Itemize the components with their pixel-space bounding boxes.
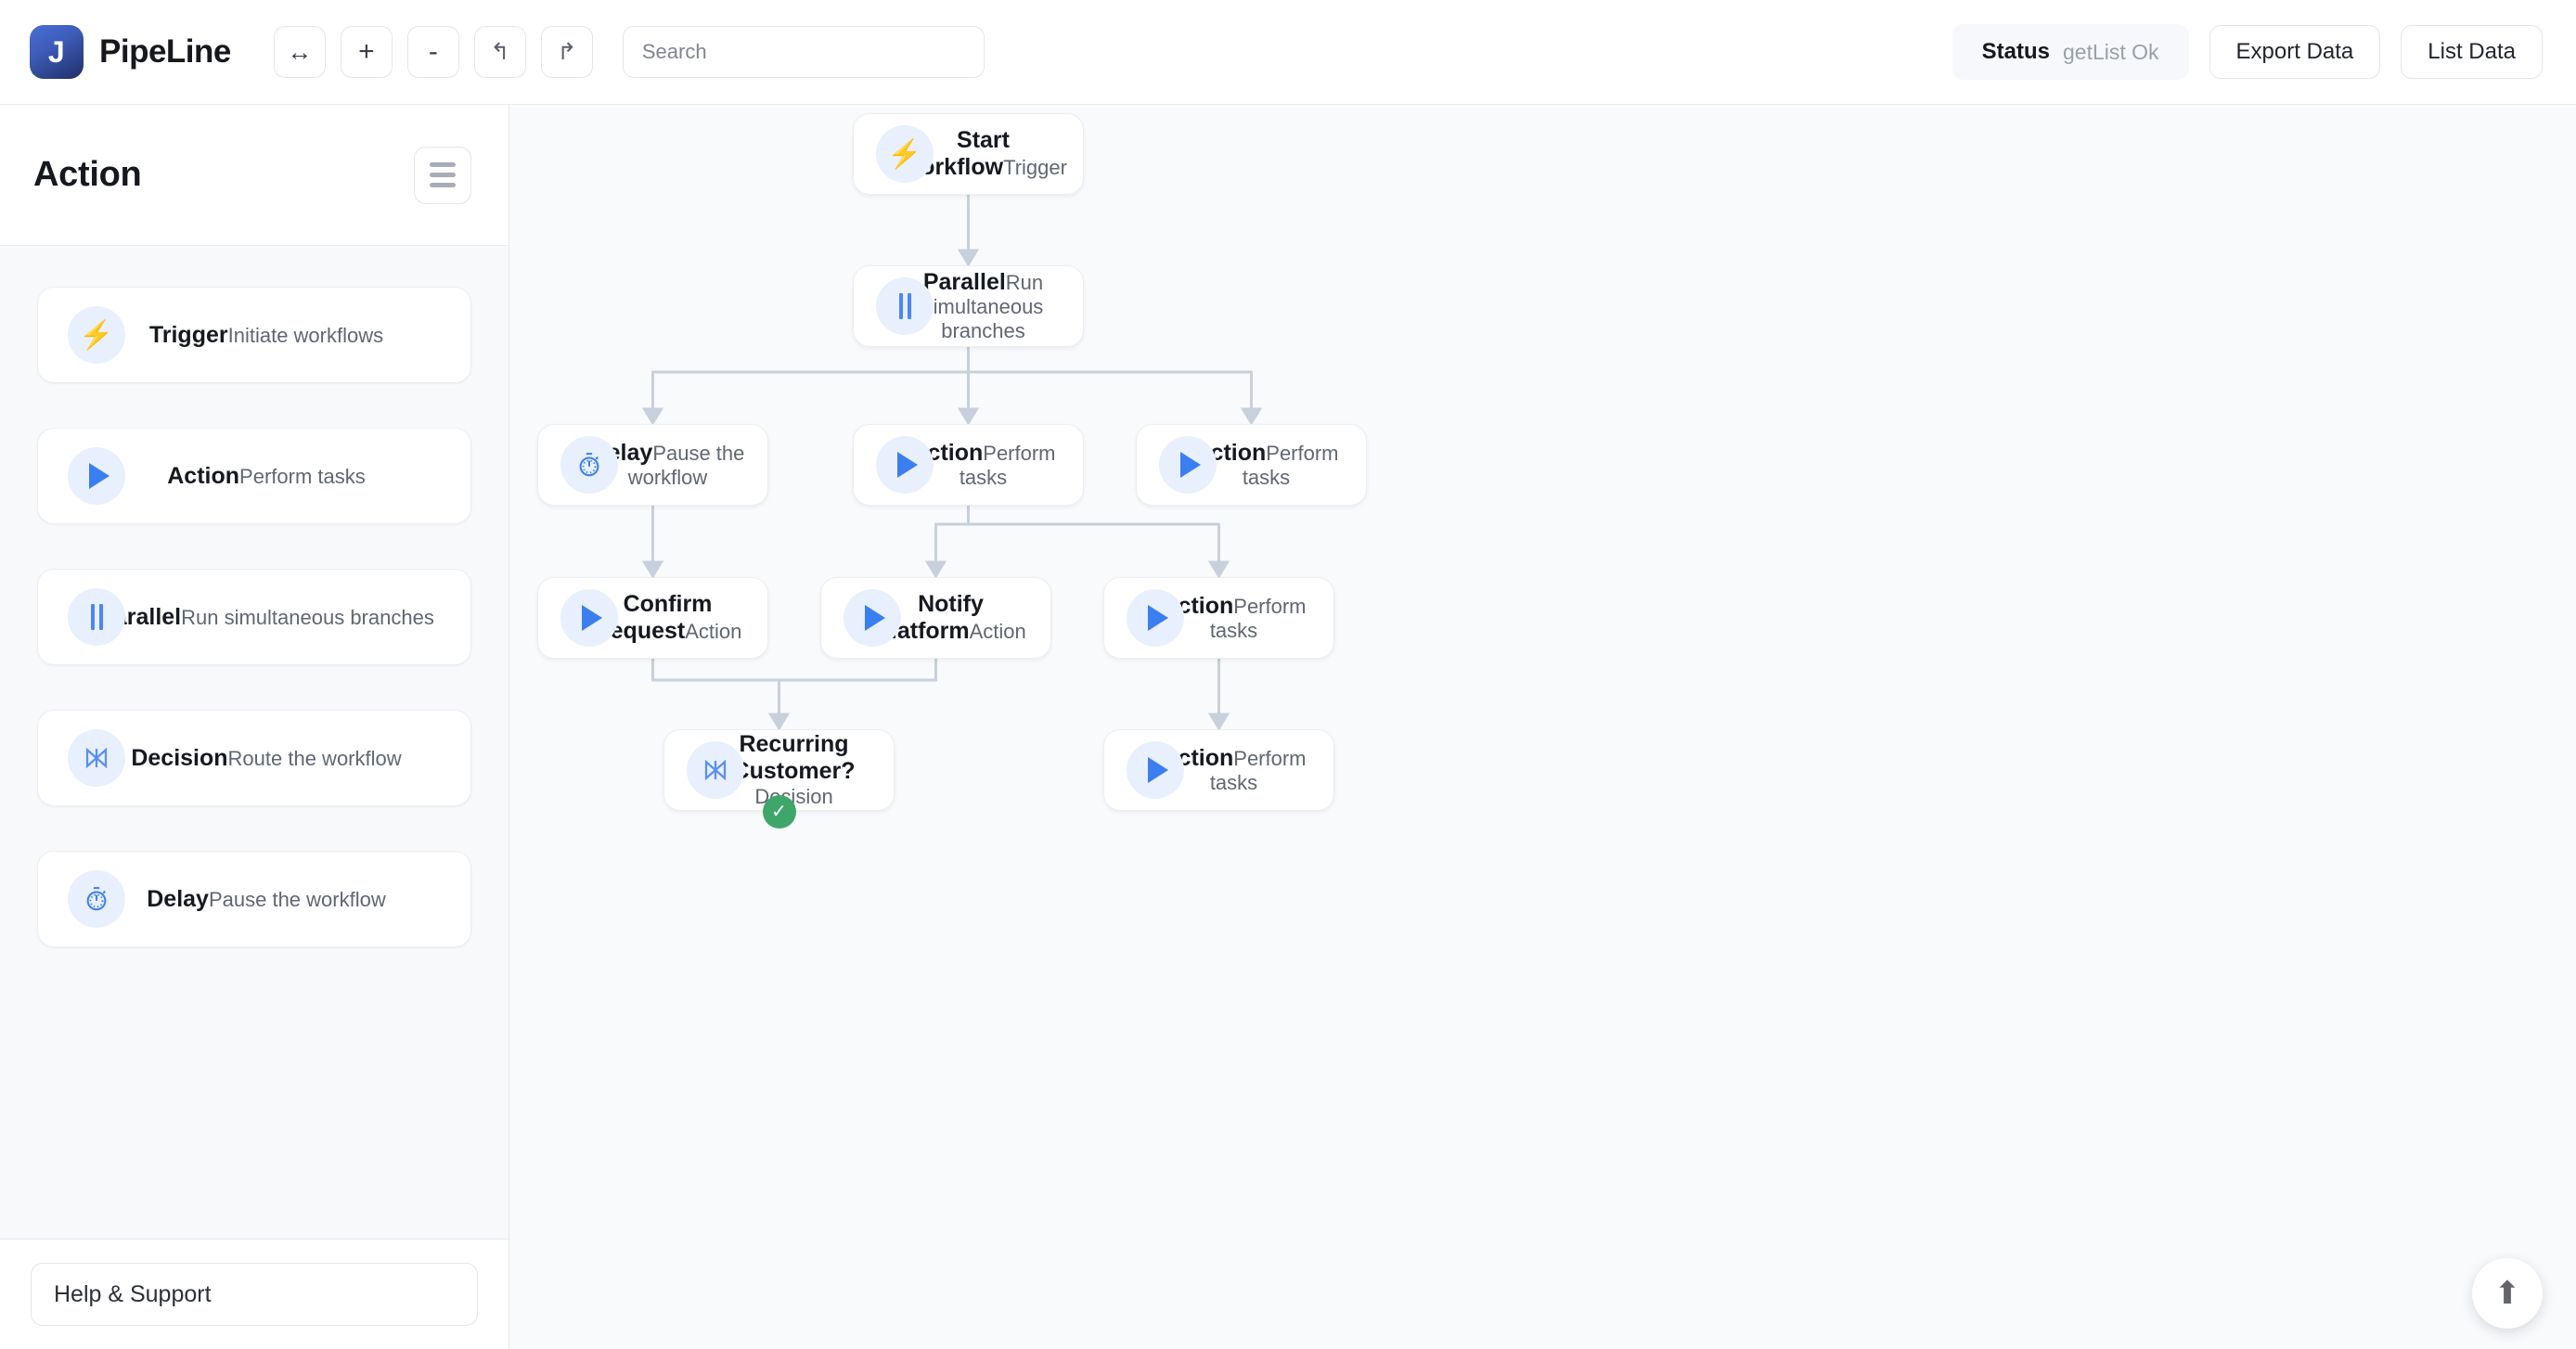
hamburger-icon[interactable]	[414, 146, 471, 204]
workflow-node-start[interactable]: ⚡Start WorkflowTrigger	[853, 113, 1084, 195]
parallel-icon	[90, 604, 103, 630]
palette-item-description: Pause the workflow	[208, 887, 386, 911]
node-icon	[560, 436, 618, 494]
list-data-button[interactable]: List Data	[2401, 25, 2543, 79]
decision-icon	[83, 744, 110, 772]
status-value: getList Ok	[2063, 39, 2159, 64]
palette-item-label: Decision	[131, 744, 228, 771]
palette-item-delay[interactable]: DelayPause the workflow	[37, 851, 471, 947]
node-icon	[1159, 436, 1217, 494]
node-icon	[1127, 589, 1184, 647]
sidebar-footer: Help & Support	[0, 1239, 509, 1349]
node-subtitle: Pause the workflow	[627, 441, 745, 490]
brand-name: PipeLine	[99, 33, 231, 70]
workflow-node-act3[interactable]: ActionPerform tasks	[1103, 577, 1334, 659]
node-subtitle: Perform tasks	[1242, 441, 1339, 490]
decision-icon	[702, 756, 729, 784]
bolt-icon: ⚡	[887, 138, 922, 170]
node-icon	[844, 589, 901, 647]
workflow-node-act4[interactable]: ActionPerform tasks	[1103, 729, 1334, 811]
zoom-in-button[interactable]: +	[340, 26, 393, 78]
play-icon	[1148, 757, 1168, 783]
play-icon	[897, 452, 918, 478]
sidebar-header: Action	[0, 105, 509, 246]
palette-item-action[interactable]: ActionPerform tasks	[37, 428, 471, 524]
node-icon	[876, 436, 934, 494]
workflow-node-notify[interactable]: Notify PlatformAction	[820, 577, 1051, 659]
fit-to-screen-button[interactable]: ↔	[273, 26, 326, 78]
workflow-node-recur[interactable]: Recurring Customer?Decision✓	[663, 729, 895, 829]
app-header: J PipeLine ↔ + - ↰ ↱ Status getList Ok E…	[0, 0, 2576, 105]
palette-item-description: Run simultaneous branches	[181, 605, 434, 629]
edge-layer	[641, 193, 1263, 731]
node-subtitle: Perform tasks	[959, 441, 1056, 490]
node-subtitle: Perform tasks	[1209, 746, 1307, 795]
scroll-to-top-button[interactable]: ⬆	[2472, 1258, 2543, 1329]
node-icon	[560, 589, 618, 647]
canvas-toolbar: ↔ + - ↰ ↱	[273, 26, 593, 78]
node-subtitle: Run simultaneous branches	[922, 270, 1044, 343]
workflow-node-delay1[interactable]: DelayPause the workflow	[537, 424, 768, 506]
palette-item-icon: ⚡	[68, 306, 125, 364]
header-actions: Status getList Ok Export Data List Data	[1951, 24, 2543, 80]
palette-item-decision[interactable]: DecisionRoute the workflow	[37, 710, 471, 806]
palette-item-icon	[68, 729, 125, 787]
node-title: Recurring Customer?	[732, 731, 856, 784]
node-subtitle: Trigger	[1003, 156, 1067, 179]
workflow-node-act2[interactable]: ActionPerform tasks	[1136, 424, 1367, 506]
node-icon: ⚡	[876, 125, 934, 183]
help-and-support-button[interactable]: Help & Support	[31, 1263, 478, 1326]
play-icon	[865, 605, 885, 631]
bolt-icon: ⚡	[79, 319, 114, 351]
brand-logo-icon: J	[30, 25, 84, 79]
search-container	[622, 26, 985, 78]
palette-item-icon	[68, 588, 125, 646]
play-icon	[89, 463, 109, 489]
workflow-node-confirm[interactable]: Confirm RequestAction	[537, 577, 768, 659]
palette-item-icon	[68, 447, 125, 505]
search-input[interactable]	[622, 26, 985, 78]
sidebar-title: Action	[33, 155, 142, 194]
palette-item-label: Trigger	[148, 321, 228, 348]
stopwatch-icon	[83, 885, 110, 913]
node-icon	[687, 741, 744, 799]
parallel-icon	[898, 293, 911, 319]
redo-button[interactable]: ↱	[540, 26, 593, 78]
status-label: Status	[1981, 39, 2050, 64]
node-icon	[876, 277, 934, 335]
palette-item-description: Perform tasks	[239, 464, 366, 488]
palette-item-trigger[interactable]: ⚡ TriggerInitiate workflows	[37, 287, 471, 383]
node-subtitle: Action	[685, 620, 742, 643]
undo-button[interactable]: ↰	[473, 26, 526, 78]
node-subtitle: Perform tasks	[1209, 594, 1307, 643]
palette-item-description: Initiate workflows	[227, 323, 384, 347]
node-icon	[1127, 741, 1184, 799]
palette-item-parallel[interactable]: ParallelRun simultaneous branches	[37, 569, 471, 665]
play-icon	[1148, 605, 1168, 631]
play-icon	[1180, 452, 1201, 478]
brand: J PipeLine	[30, 25, 231, 79]
palette-item-label: Delay	[147, 885, 209, 912]
export-data-button[interactable]: Export Data	[2209, 25, 2381, 79]
palette-item-label: Action	[167, 462, 240, 489]
node-subtitle: Action	[969, 620, 1026, 643]
palette-item-description: Route the workflow	[227, 746, 402, 770]
zoom-out-button[interactable]: -	[406, 26, 459, 78]
workflow-node-parallel[interactable]: ParallelRun simultaneous branches	[853, 265, 1084, 347]
status-badge: Status getList Ok	[1951, 24, 2189, 80]
node-status-badge: ✓	[762, 795, 796, 829]
stopwatch-icon	[575, 451, 603, 479]
node-title: Parallel	[922, 268, 1006, 295]
palette-item-icon	[68, 870, 125, 928]
workflow-node-act1[interactable]: ActionPerform tasks	[853, 424, 1084, 506]
play-icon	[582, 605, 602, 631]
